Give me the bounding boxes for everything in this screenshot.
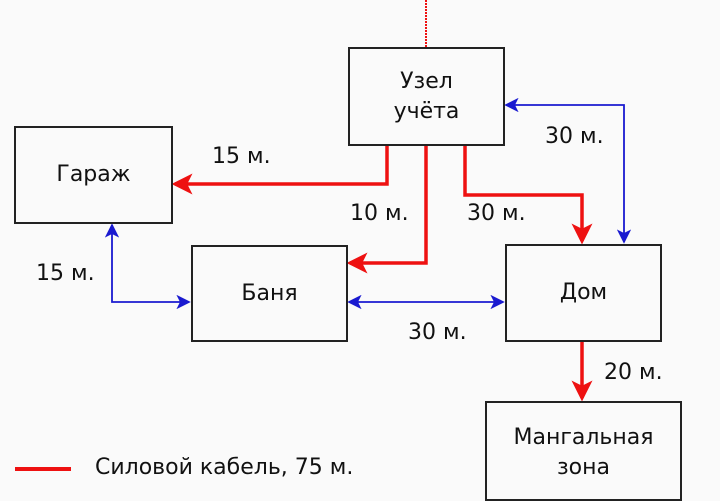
node-house: Дом [505,244,662,342]
node-meter-label: Узел учёта [393,68,460,124]
legend-power-label: Силовой кабель, 75 м. [95,455,354,480]
node-bath-label: Баня [241,280,298,306]
link-garage-bath [104,223,191,310]
label-meter-house-blue: 30 м. [545,124,604,149]
node-bath: Баня [191,245,348,342]
node-house-label: Дом [559,280,608,305]
label-bath-house: 30 м. [408,320,467,345]
cable-meter-house [463,145,593,245]
node-bbq: Мангальная зона [485,401,682,501]
node-meter: Узел учёта [348,47,505,146]
link-meter-house [504,97,632,244]
label-garage-bath: 15 м. [36,261,95,286]
node-bbq-label: Мангальная зона [513,425,654,480]
label-house-bbq: 20 м. [604,360,663,385]
cable-meter-bath [346,145,428,274]
connections [15,0,632,471]
node-garage-label: Гараж [56,162,131,187]
label-meter-bath: 10 м. [350,201,409,226]
label-meter-garage: 15 м. [212,144,271,169]
cable-meter-garage [171,145,389,195]
label-meter-house-red: 30 м. [467,201,526,226]
node-garage: Гараж [14,126,173,224]
